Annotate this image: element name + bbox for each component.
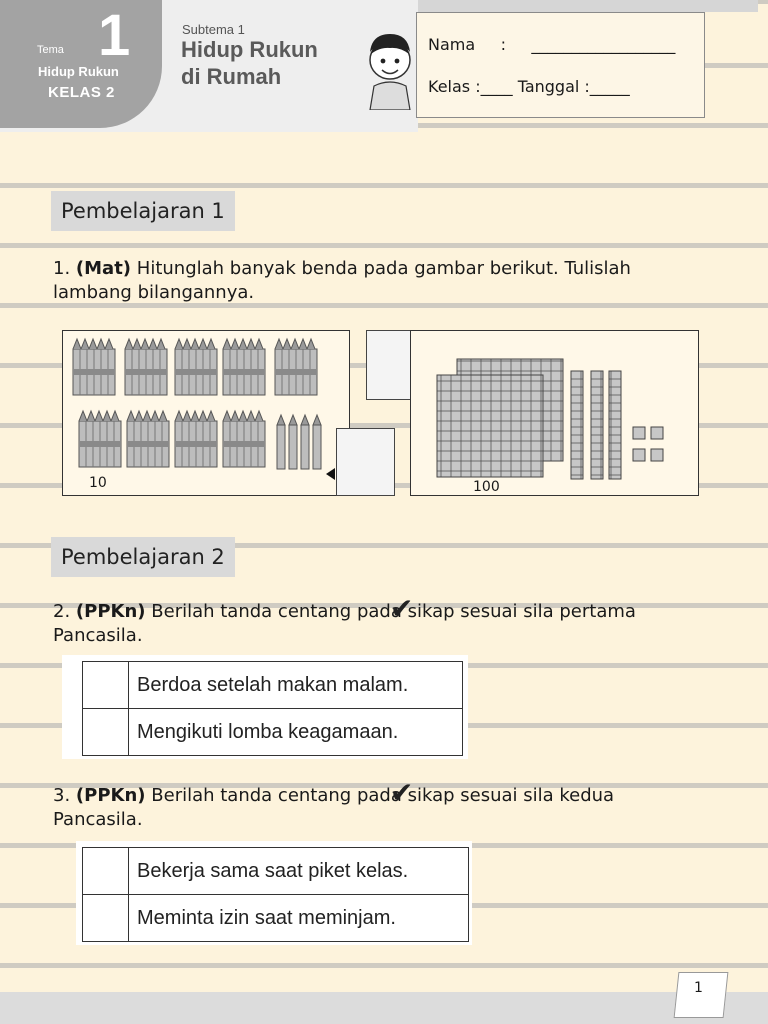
header-strip — [418, 0, 758, 12]
pencil-bundles-illustration — [72, 338, 322, 470]
page-number: 1 — [694, 980, 703, 996]
subtema-label: Subtema 1 — [182, 22, 245, 37]
question-3: 3. (PPKn) Berilah tanda centang pada sik… — [53, 784, 693, 832]
page-header: Tema 1 Hidup Rukun KELAS 2 Subtema 1 Hid… — [0, 0, 768, 135]
bundle-unit-label: 10 — [89, 475, 107, 491]
checkmark-icon: ✔ — [390, 592, 414, 625]
kelas-label: KELAS 2 — [48, 84, 115, 101]
subtema-title-line-1: Hidup Rukun — [181, 37, 318, 62]
checklist-table-1: Berdoa setelah makan malam. Mengikuti lo… — [82, 661, 463, 756]
checklist-table-2: Bekerja sama saat piket kelas. Meminta i… — [82, 847, 469, 942]
tema-number: 1 — [98, 3, 131, 68]
checkbox-cell[interactable] — [82, 847, 129, 895]
question-2-subject: (PPKn) — [75, 601, 146, 622]
question-1-subject: (Mat) — [75, 258, 132, 279]
checklist-table-1-wrap: Berdoa setelah makan malam. Mengikuti lo… — [62, 655, 468, 759]
question-3-text: Berilah tanda centang pada sikap sesuai … — [53, 785, 615, 830]
question-2-number: 2. — [53, 601, 71, 622]
subtema-title: Hidup Rukun di Rumah — [181, 36, 318, 90]
checkbox-cell[interactable] — [82, 708, 129, 756]
checklist-table-2-wrap: Bekerja sama saat piket kelas. Meminta i… — [76, 841, 472, 945]
nama-field[interactable]: Nama : __________________ — [428, 35, 676, 54]
section-heading-2: Pembelajaran 2 — [51, 537, 235, 577]
subtema-title-line-2: di Rumah — [181, 64, 282, 89]
question-3-subject: (PPKn) — [75, 785, 146, 806]
checkbox-cell[interactable] — [82, 894, 129, 942]
statement-cell: Meminta izin saat meminjam. — [128, 894, 469, 942]
statement-cell: Berdoa setelah makan malam. — [128, 661, 463, 709]
page-footer — [0, 992, 768, 1024]
table-row: Mengikuti lomba keagamaan. — [82, 708, 463, 756]
kelas-tanggal-field[interactable]: Kelas :____ Tanggal :_____ — [428, 77, 630, 96]
question-2-text: Berilah tanda centang pada sikap sesuai … — [53, 601, 636, 646]
checkbox-cell[interactable] — [82, 661, 129, 709]
table-row: Berdoa setelah makan malam. — [82, 661, 463, 709]
tema-label: Tema — [37, 44, 64, 56]
statement-cell: Bekerja sama saat piket kelas. — [128, 847, 469, 895]
tema-name: Hidup Rukun — [38, 64, 119, 79]
block-unit-label: 100 — [473, 479, 500, 495]
question-3-number: 3. — [53, 785, 71, 806]
boy-illustration — [369, 34, 411, 110]
arrow-left-icon — [326, 468, 335, 480]
statement-cell: Mengikuti lomba keagamaan. — [128, 708, 463, 756]
question-1: 1. (Mat) Hitunglah banyak benda pada gam… — [53, 257, 693, 305]
base-ten-blocks-box: 100 — [410, 330, 699, 496]
tema-badge: Tema 1 Hidup Rukun KELAS 2 — [0, 0, 162, 128]
pencil-bundles-box: 10 — [62, 330, 350, 496]
question-1-text: Hitunglah banyak benda pada gambar berik… — [53, 258, 631, 303]
section-heading-1: Pembelajaran 1 — [51, 191, 235, 231]
base-ten-blocks-illustration — [436, 358, 664, 480]
question-2: 2. (PPKn) Berilah tanda centang pada sik… — [53, 600, 693, 648]
question-1-number: 1. — [53, 258, 71, 279]
table-row: Meminta izin saat meminjam. — [82, 894, 469, 942]
table-row: Bekerja sama saat piket kelas. — [82, 847, 469, 895]
student-info-box: Nama : __________________ Kelas :____ Ta… — [416, 12, 705, 118]
answer-box-pencils[interactable] — [336, 428, 395, 496]
checkmark-icon: ✔ — [390, 776, 414, 809]
